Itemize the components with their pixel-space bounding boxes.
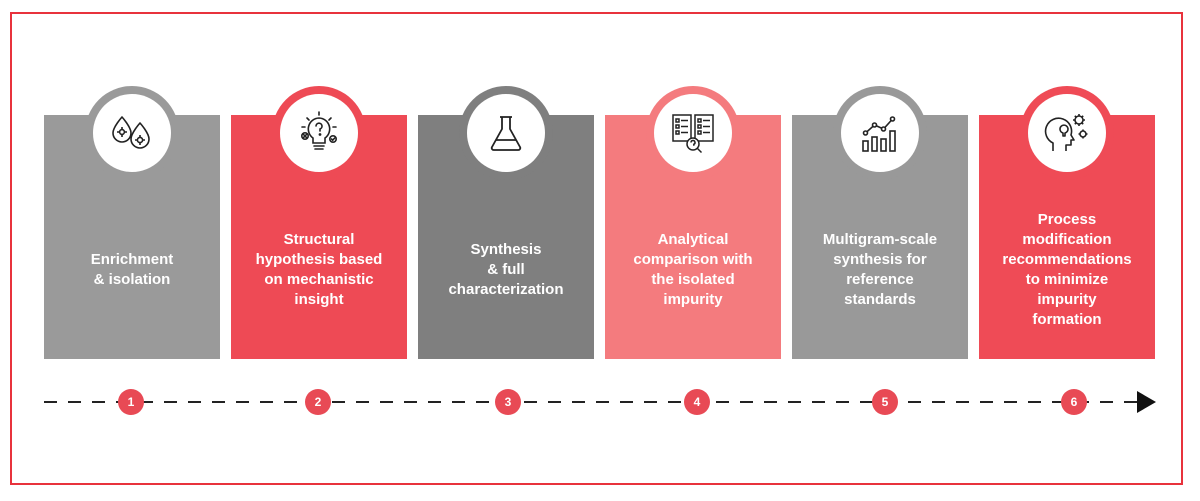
step-card-4: Analytical comparison with the isolated …: [605, 86, 781, 359]
icon-circle: [467, 94, 545, 172]
icon-circle: [841, 94, 919, 172]
step-card-6: Process modification recommendations to …: [979, 86, 1155, 359]
checklist-question-icon: [672, 114, 714, 154]
droplets-icon: [112, 116, 150, 149]
step-number-badge-5: 5: [872, 389, 898, 415]
step-label: Analytical comparison with the isolated …: [633, 231, 753, 308]
outer-frame: [10, 12, 1183, 485]
step-number-badge-1: 1: [118, 389, 144, 415]
step-card-5: Multigram-scale synthesis for reference …: [792, 86, 968, 359]
head-gears-icon: [1044, 114, 1088, 151]
step-label: Process modification recommendations to …: [1002, 211, 1132, 328]
bar-chart-growth-icon: [862, 116, 896, 152]
step-number-badge-2: 2: [305, 389, 331, 415]
step-label: Structural hypothesis based on mechanist…: [255, 231, 383, 308]
step-number-badge-3: 3: [495, 389, 521, 415]
icon-circle: [654, 94, 732, 172]
step-label: Multigram-scale synthesis for reference …: [822, 231, 938, 308]
flask-icon: [490, 116, 522, 151]
timeline-arrow-head: [1137, 391, 1156, 413]
step-number-badge-6: 6: [1061, 389, 1087, 415]
step-card-3: Synthesis & full characterization: [418, 86, 594, 359]
step-label: Synthesis & full characterization: [448, 241, 564, 298]
lightbulb-question-icon: [301, 111, 337, 150]
icon-circle: [1028, 94, 1106, 172]
icon-circle: [93, 94, 171, 172]
step-number-badge-4: 4: [684, 389, 710, 415]
step-label: Enrichment & isolation: [90, 251, 174, 288]
step-card-1: Enrichment & isolation: [44, 86, 220, 359]
icon-circle: [280, 94, 358, 172]
step-card-2: Structural hypothesis based on mechanist…: [231, 86, 407, 359]
